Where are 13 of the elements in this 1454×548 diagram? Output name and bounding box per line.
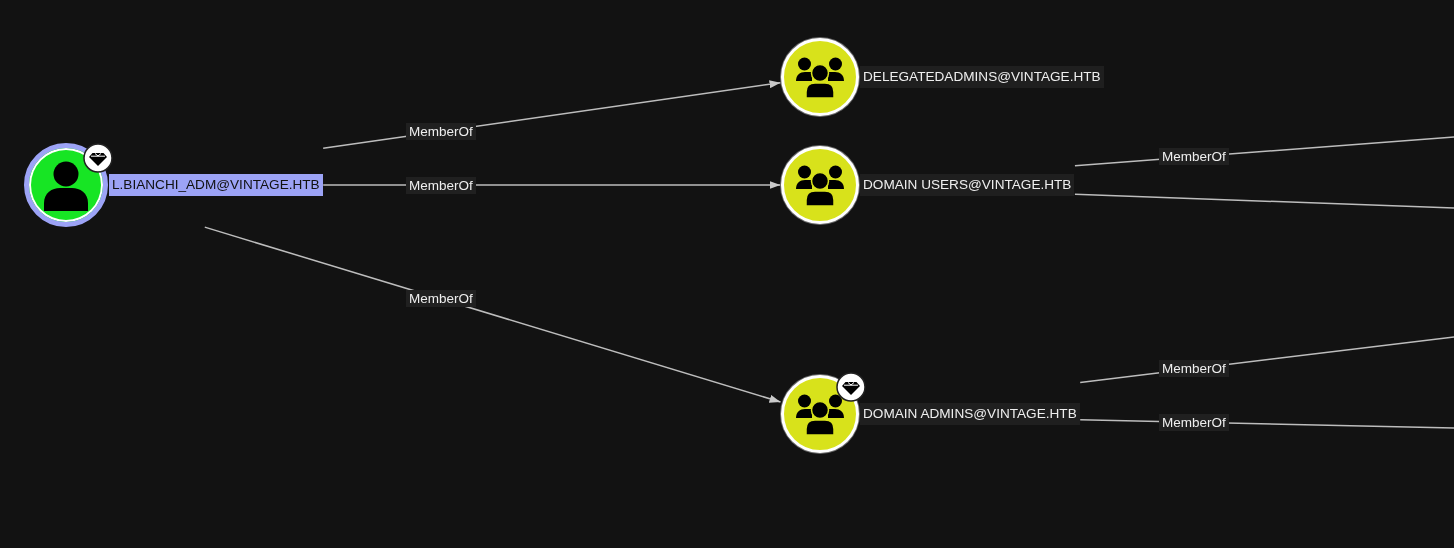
edge-label: MemberOf — [406, 290, 476, 308]
arrow — [204, 226, 782, 403]
edge-label: MemberOf — [1159, 360, 1229, 378]
edge-label: MemberOf — [1159, 148, 1229, 166]
edge-label: MemberOf — [1159, 413, 1229, 431]
edge-label: MemberOf — [406, 122, 476, 140]
node-label: DOMAIN USERS@VINTAGE.HTB — [860, 174, 1075, 196]
node-label: DELEGATEDADMINS@VINTAGE.HTB — [860, 66, 1104, 88]
edge-label: MemberOf — [406, 176, 476, 194]
connector-line — [1074, 193, 1454, 209]
node-label: L.BIANCHI_ADM@VINTAGE.HTB — [109, 174, 323, 196]
arrow — [322, 181, 782, 189]
node-label: DOMAIN ADMINS@VINTAGE.HTB — [860, 403, 1080, 425]
